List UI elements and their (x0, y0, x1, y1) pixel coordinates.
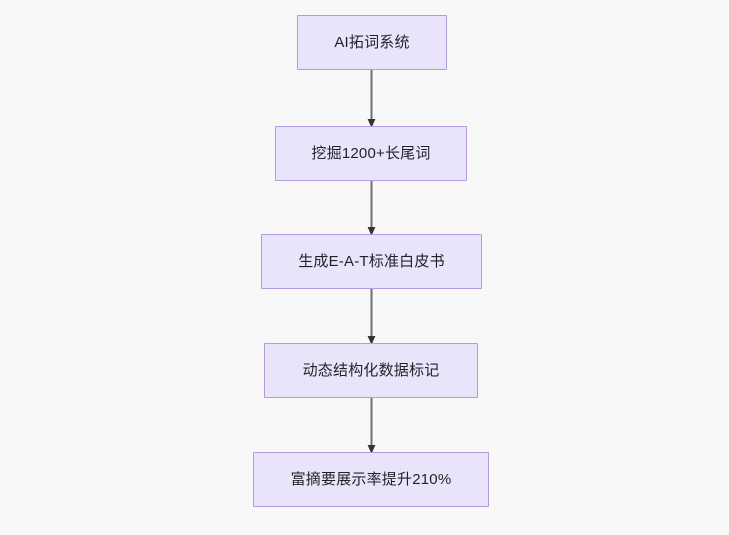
flow-node-label: 动态结构化数据标记 (302, 361, 440, 379)
flow-node-ai-keyword-system[interactable]: AI拓词系统 (297, 15, 447, 70)
flow-node-mine-longtail-keywords[interactable]: 挖掘1200+长尾词 (275, 126, 467, 181)
flow-node-generate-eat-whitepaper[interactable]: 生成E-A-T标准白皮书 (261, 234, 482, 289)
flow-node-label: 生成E-A-T标准白皮书 (298, 252, 445, 270)
flow-node-dynamic-structured-data-markup[interactable]: 动态结构化数据标记 (264, 343, 478, 398)
flow-node-label: 富摘要展示率提升210% (290, 470, 452, 488)
flow-node-label: AI拓词系统 (334, 33, 410, 51)
flow-node-label: 挖掘1200+长尾词 (311, 144, 431, 162)
flow-node-rich-snippet-impression-uplift[interactable]: 富摘要展示率提升210% (253, 452, 489, 507)
